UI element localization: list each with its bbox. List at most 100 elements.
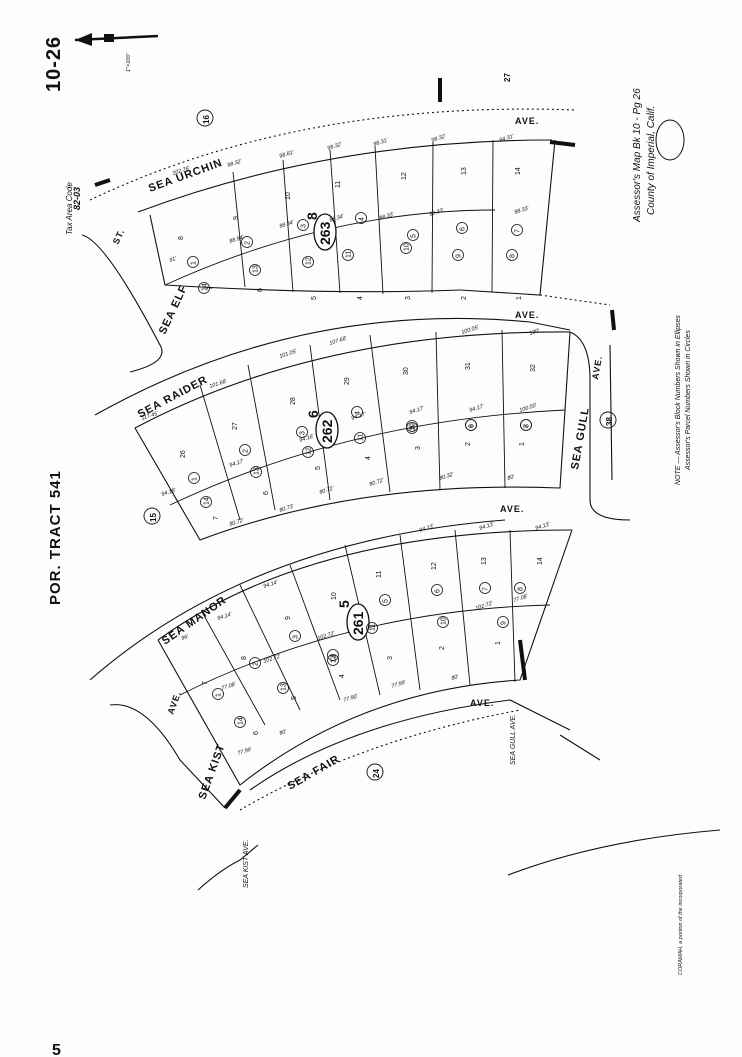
block262-rear-dim-0: 94.18' [161, 487, 178, 498]
block263-lot-5: 5 [311, 296, 318, 300]
block261-lot-5: 5 [291, 696, 298, 700]
block262-parcel-12-number: 12 [306, 447, 313, 455]
block261-parcel-3 [289, 630, 301, 642]
street-sea-fair: SEA FAIR [286, 753, 343, 793]
block262-lot-6: 6 [263, 491, 270, 495]
block263-parcel-9 [452, 249, 464, 261]
boundary-marks [94, 78, 616, 810]
street-urchin-ave: AVE. [515, 116, 539, 126]
block263-frontage-dim-3: 98.32' [327, 141, 344, 152]
street-raider-ave: AVE. [515, 310, 539, 320]
block263-parcel-14-number: 14 [202, 283, 209, 291]
note-line-1: NOTE — Assessor's Block Numbers Shown in… [675, 315, 682, 485]
block261-parcel-12-number: 12 [331, 655, 338, 663]
svg-text:6: 6 [305, 410, 321, 418]
block263-parcel-5-number: 5 [411, 234, 418, 238]
block263-parcel-14 [198, 282, 210, 294]
block262-bottom-dim-5: 80' [507, 474, 517, 482]
block261-parcel-1-number: 1 [216, 693, 223, 697]
block261-parcel-10 [437, 616, 449, 628]
block263-parcel-7 [511, 224, 523, 236]
block262-parcel-3 [296, 426, 308, 438]
block261-parcel-11 [366, 622, 378, 634]
block262-bottom-dim-0: 80.72' [229, 517, 246, 528]
block261-parcel-8-number: 8 [518, 587, 525, 591]
block262-rear-dim-5: 94.17' [469, 403, 486, 414]
block262-bottom-dim-1: 80.73' [279, 503, 296, 514]
block263-lot-2: 2 [461, 296, 468, 300]
page-fragment: 5 [52, 1042, 62, 1057]
block263-parcel-12-number: 12 [306, 257, 313, 265]
block262-frontage-dim-5: 130' [529, 328, 541, 337]
block261-lot-7: 7 [202, 681, 209, 685]
block261-bottom-dim-4: 80' [451, 674, 461, 682]
block262-parcel-2-number: 2 [243, 449, 250, 453]
block261-parcel-11-number: 11 [370, 624, 377, 631]
block261-lot-4: 4 [339, 674, 346, 678]
block262-parcel-2 [239, 444, 251, 456]
block261-parcel-9 [497, 616, 509, 628]
block262-frontage-dim-3: 107.68' [329, 335, 349, 347]
tax-area-label: Tax Area Code [65, 182, 74, 235]
block262-parcel-1 [188, 472, 200, 484]
block261-parcel-5-number: 5 [383, 599, 390, 603]
block263-frontage-dim-2: 98.81' [279, 149, 296, 160]
block262-parcel-9-number: 9 [469, 424, 476, 428]
scale-label: 1"=100' [126, 53, 132, 72]
block263-parcel-12 [302, 256, 314, 268]
block263-frontage-dim-1: 98.32' [227, 158, 244, 169]
street-sea-gull: SEA GULL [569, 406, 592, 470]
block261-parcel-3-number: 3 [293, 635, 300, 639]
svg-text:24: 24 [372, 769, 381, 778]
svg-text:16: 16 [202, 115, 211, 124]
block261-rear-dim-3: 102.72' [475, 600, 495, 612]
page-number: 10-26 [43, 36, 65, 92]
block263-lot-10: 10 [285, 192, 292, 200]
street-sea-kist: SEA KIST [197, 742, 228, 801]
block263-lot-12: 12 [401, 172, 408, 180]
block262-lot-2: 2 [465, 442, 472, 446]
block261-lot-2: 2 [439, 646, 446, 650]
block261-rear-dim-2: 102.72' [317, 630, 337, 642]
block261-parcel-2-number: 2 [253, 662, 260, 666]
block263-frontage-dim-0: 102.76' [172, 165, 192, 177]
block262-parcel-14-number: 14 [204, 497, 211, 505]
block262-lot-4: 4 [365, 456, 372, 460]
block261-bottom-dim-2: 77.90' [343, 693, 360, 704]
block261-parcel-14-number: 14 [238, 717, 245, 725]
block261-parcel-6-number: 6 [435, 589, 442, 593]
street-kist-ave: AVE. [165, 689, 183, 715]
block262-bottom-dim-2: 80.72' [319, 485, 336, 496]
block262-parcel-7-number: 7 [524, 424, 531, 428]
block261-bottom-dim-0: 77.99' [237, 746, 254, 757]
block262-lot-31: 31 [465, 362, 472, 370]
block262-parcel-3-number: 3 [300, 431, 307, 435]
assessor-title-2: County of Imperial, Calif. [646, 106, 657, 216]
block262-rear-dim-4: 94.17' [409, 405, 426, 416]
block263-parcel-2-number: 2 [245, 241, 252, 245]
block261-bottom-dim-1: 80' [279, 729, 289, 737]
block263-lot-6: 6 [257, 288, 264, 292]
block263-parcel-13-number: 13 [253, 265, 260, 273]
block261-parcel-9-number: 9 [501, 621, 508, 625]
block261-frontage-dim-2: 94.14' [263, 579, 280, 590]
street-elf-st: ST. [111, 227, 127, 246]
block262-parcel-10 [406, 422, 418, 434]
block261-lot-6: 6 [253, 731, 260, 735]
block263-parcel-8 [506, 249, 518, 261]
block261-parcel-6 [431, 584, 443, 596]
block263-lot-9: 9 [233, 216, 240, 220]
block263-frontage-dim-4: 98.31' [373, 137, 390, 148]
block263-parcel-5 [407, 229, 419, 241]
block262-lot-1: 1 [519, 442, 526, 446]
block263-parcel-8-number: 8 [510, 254, 517, 258]
block263-lot-4: 4 [357, 296, 364, 300]
block262-parcel-1-number: 1 [192, 477, 199, 481]
block262-parcel-4-number: 4 [355, 411, 362, 415]
block261-parcel-13-number: 13 [281, 683, 288, 691]
block261-parcel-12 [327, 654, 339, 666]
block262-lot-29: 29 [344, 377, 351, 385]
block262-rear-dim-1: 94.17' [229, 458, 246, 469]
